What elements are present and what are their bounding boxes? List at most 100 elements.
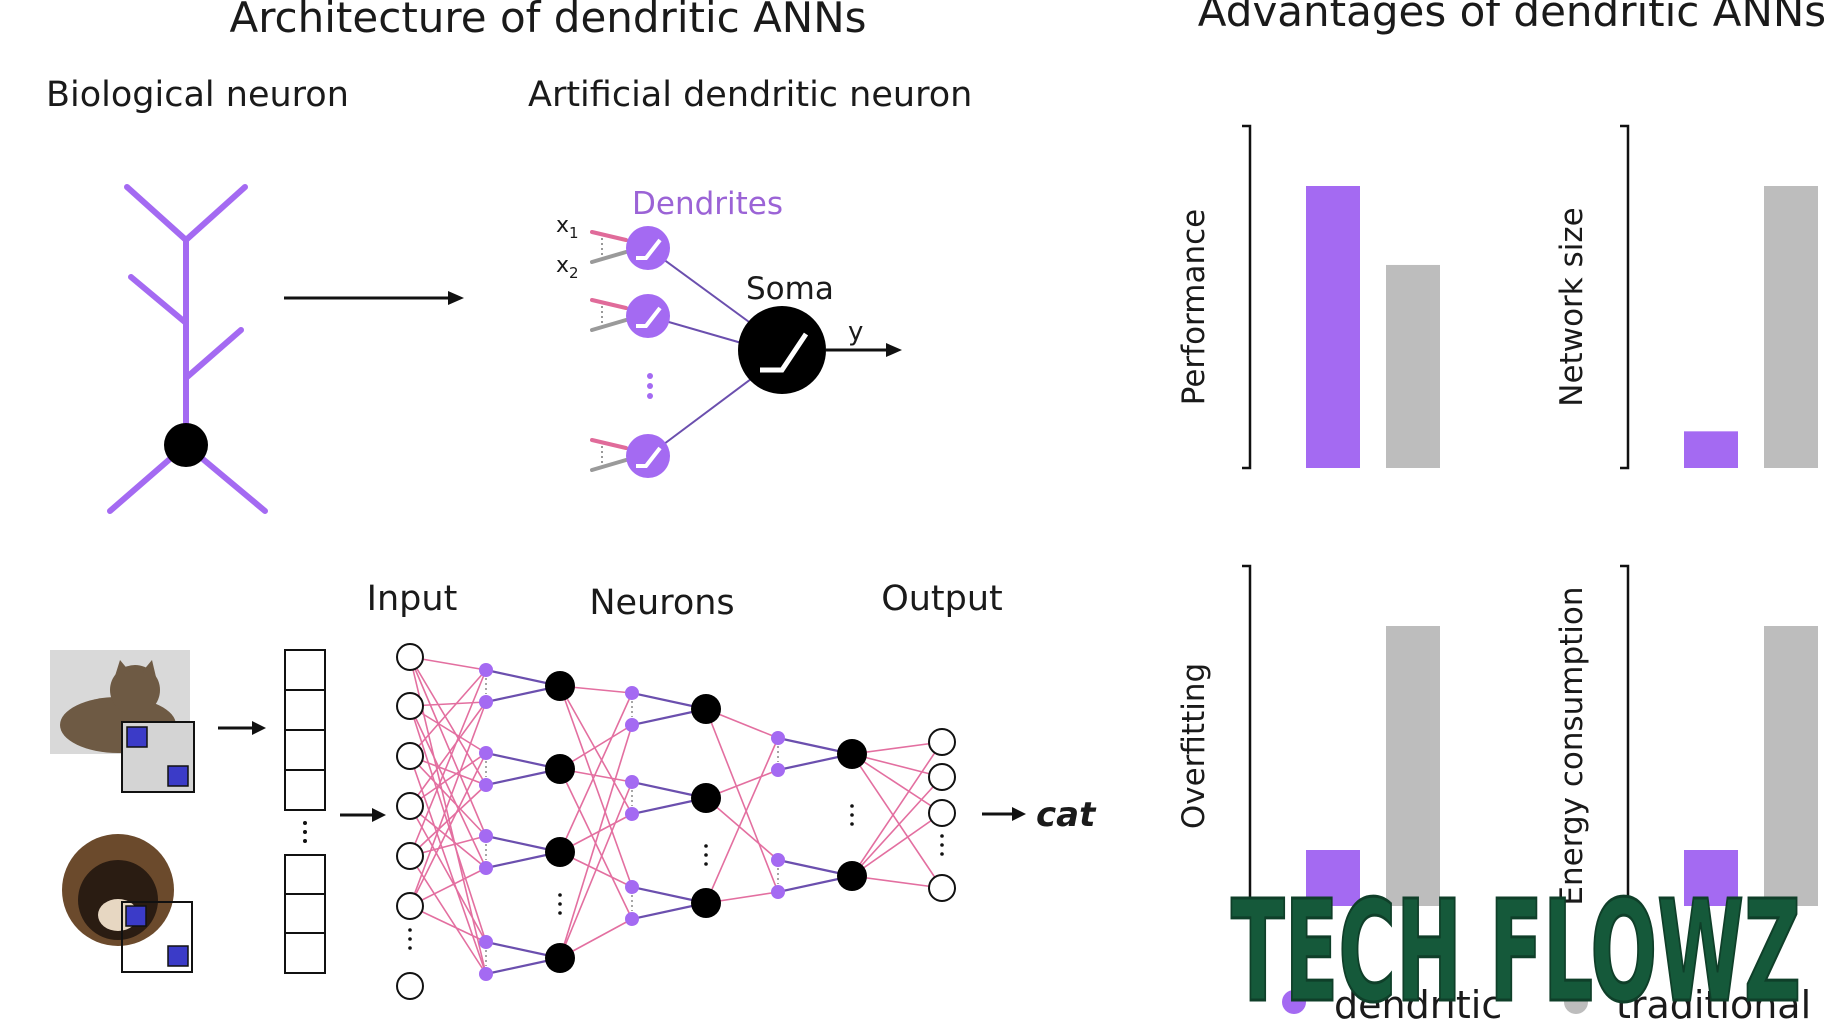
ellipsis-dot bbox=[558, 911, 562, 915]
output-edge bbox=[851, 812, 943, 877]
dendrite-node bbox=[625, 880, 639, 894]
edge bbox=[409, 752, 487, 907]
dendrite-node bbox=[479, 746, 493, 760]
synapse-group-2 bbox=[590, 298, 628, 332]
edge bbox=[409, 656, 487, 786]
ellipsis-dot bbox=[940, 852, 944, 856]
chart-4: Energy consumption bbox=[1554, 564, 1818, 908]
legend-dendritic-swatch bbox=[1282, 990, 1306, 1014]
edge bbox=[705, 708, 779, 893]
output-arrow bbox=[826, 343, 902, 357]
hidden-neuron bbox=[545, 671, 575, 701]
x1-label: x1 bbox=[556, 213, 579, 242]
dendrite-node bbox=[479, 695, 493, 709]
dendrite-node bbox=[625, 807, 639, 821]
bar-traditional bbox=[1764, 626, 1818, 906]
chart-axis bbox=[1620, 564, 1630, 908]
edge bbox=[409, 701, 487, 807]
edge bbox=[559, 685, 633, 815]
output-node bbox=[928, 874, 956, 902]
dendrite-units bbox=[626, 226, 670, 478]
dendrite-ellipsis bbox=[647, 373, 653, 399]
dendrite-node bbox=[771, 885, 785, 899]
edge bbox=[409, 752, 487, 807]
soma-unit bbox=[738, 306, 826, 394]
neural-network bbox=[396, 643, 956, 1000]
dendrite-node bbox=[625, 775, 639, 789]
input-vector bbox=[284, 649, 326, 974]
dendrite-node bbox=[771, 763, 785, 777]
edge bbox=[409, 867, 487, 907]
edge bbox=[409, 855, 487, 975]
ellipsis-dot bbox=[850, 804, 854, 808]
vector-to-network-arrow bbox=[340, 808, 386, 822]
edge bbox=[559, 692, 633, 853]
input-node bbox=[396, 643, 424, 671]
edge bbox=[559, 724, 633, 959]
cat-image bbox=[50, 650, 195, 793]
edge bbox=[559, 768, 633, 920]
output-node bbox=[928, 728, 956, 756]
dendrite-node bbox=[479, 663, 493, 677]
dendrite-node bbox=[479, 778, 493, 792]
input-node bbox=[396, 972, 424, 1000]
dendrite-node bbox=[479, 967, 493, 981]
neurons-label: Neurons bbox=[589, 583, 734, 623]
dendrite-unit-3 bbox=[626, 434, 670, 478]
edge bbox=[409, 805, 487, 869]
edge bbox=[409, 705, 487, 943]
edge bbox=[409, 784, 487, 857]
output-edge bbox=[851, 753, 943, 814]
dendrite-node bbox=[771, 731, 785, 745]
hidden-neuron bbox=[691, 783, 721, 813]
hidden-neuron bbox=[691, 888, 721, 918]
ellipsis-dot bbox=[558, 902, 562, 906]
dendrite-node bbox=[479, 829, 493, 843]
x2-label: x2 bbox=[556, 253, 579, 282]
dendrite-node bbox=[479, 861, 493, 875]
soma-label: Soma bbox=[746, 271, 834, 307]
edge bbox=[409, 705, 487, 869]
hidden-neuron bbox=[691, 694, 721, 724]
prediction-arrow bbox=[982, 807, 1026, 821]
dendrite-unit-1 bbox=[626, 226, 670, 270]
dendrites-label: Dendrites bbox=[632, 186, 783, 222]
output-edge bbox=[851, 776, 943, 877]
dog-image bbox=[62, 834, 193, 973]
edge bbox=[409, 755, 487, 837]
bar-dendritic bbox=[1684, 850, 1738, 906]
chart-2: Network size bbox=[1554, 124, 1818, 470]
dendrite-node bbox=[625, 912, 639, 926]
watermark: TECH FLOWZ bbox=[1231, 871, 1801, 1026]
chart-axis bbox=[1620, 124, 1630, 470]
left-title: Architecture of dendritic ANNs bbox=[229, 0, 866, 42]
synapses bbox=[590, 230, 628, 472]
edge bbox=[409, 905, 487, 943]
transform-arrow bbox=[284, 291, 464, 305]
ellipsis-dot bbox=[704, 862, 708, 866]
edge bbox=[409, 656, 487, 837]
edge bbox=[705, 737, 779, 904]
biological-neuron-label: Biological neuron bbox=[46, 75, 349, 115]
hidden-neuron bbox=[545, 943, 575, 973]
prediction-label: cat bbox=[1036, 795, 1097, 835]
synapse-group-3 bbox=[590, 438, 628, 472]
chart-ylabel: Overfitting bbox=[1176, 663, 1212, 829]
output-node bbox=[928, 799, 956, 827]
hidden-neuron bbox=[837, 739, 867, 769]
hidden-neuron bbox=[545, 754, 575, 784]
output-edge bbox=[851, 741, 943, 877]
ellipsis-dot bbox=[850, 822, 854, 826]
legend-traditional-label: traditional bbox=[1616, 983, 1811, 1026]
chart-1: Performance bbox=[1176, 124, 1440, 470]
bar-traditional bbox=[1386, 264, 1440, 468]
cell-body bbox=[164, 423, 208, 467]
input-node bbox=[396, 792, 424, 820]
ellipsis-dot bbox=[704, 853, 708, 857]
image-to-vector-arrow bbox=[218, 721, 266, 735]
ellipsis-dot bbox=[940, 834, 944, 838]
ellipsis-dot bbox=[408, 928, 412, 932]
legend-dendritic-label: dendritic bbox=[1334, 983, 1502, 1026]
